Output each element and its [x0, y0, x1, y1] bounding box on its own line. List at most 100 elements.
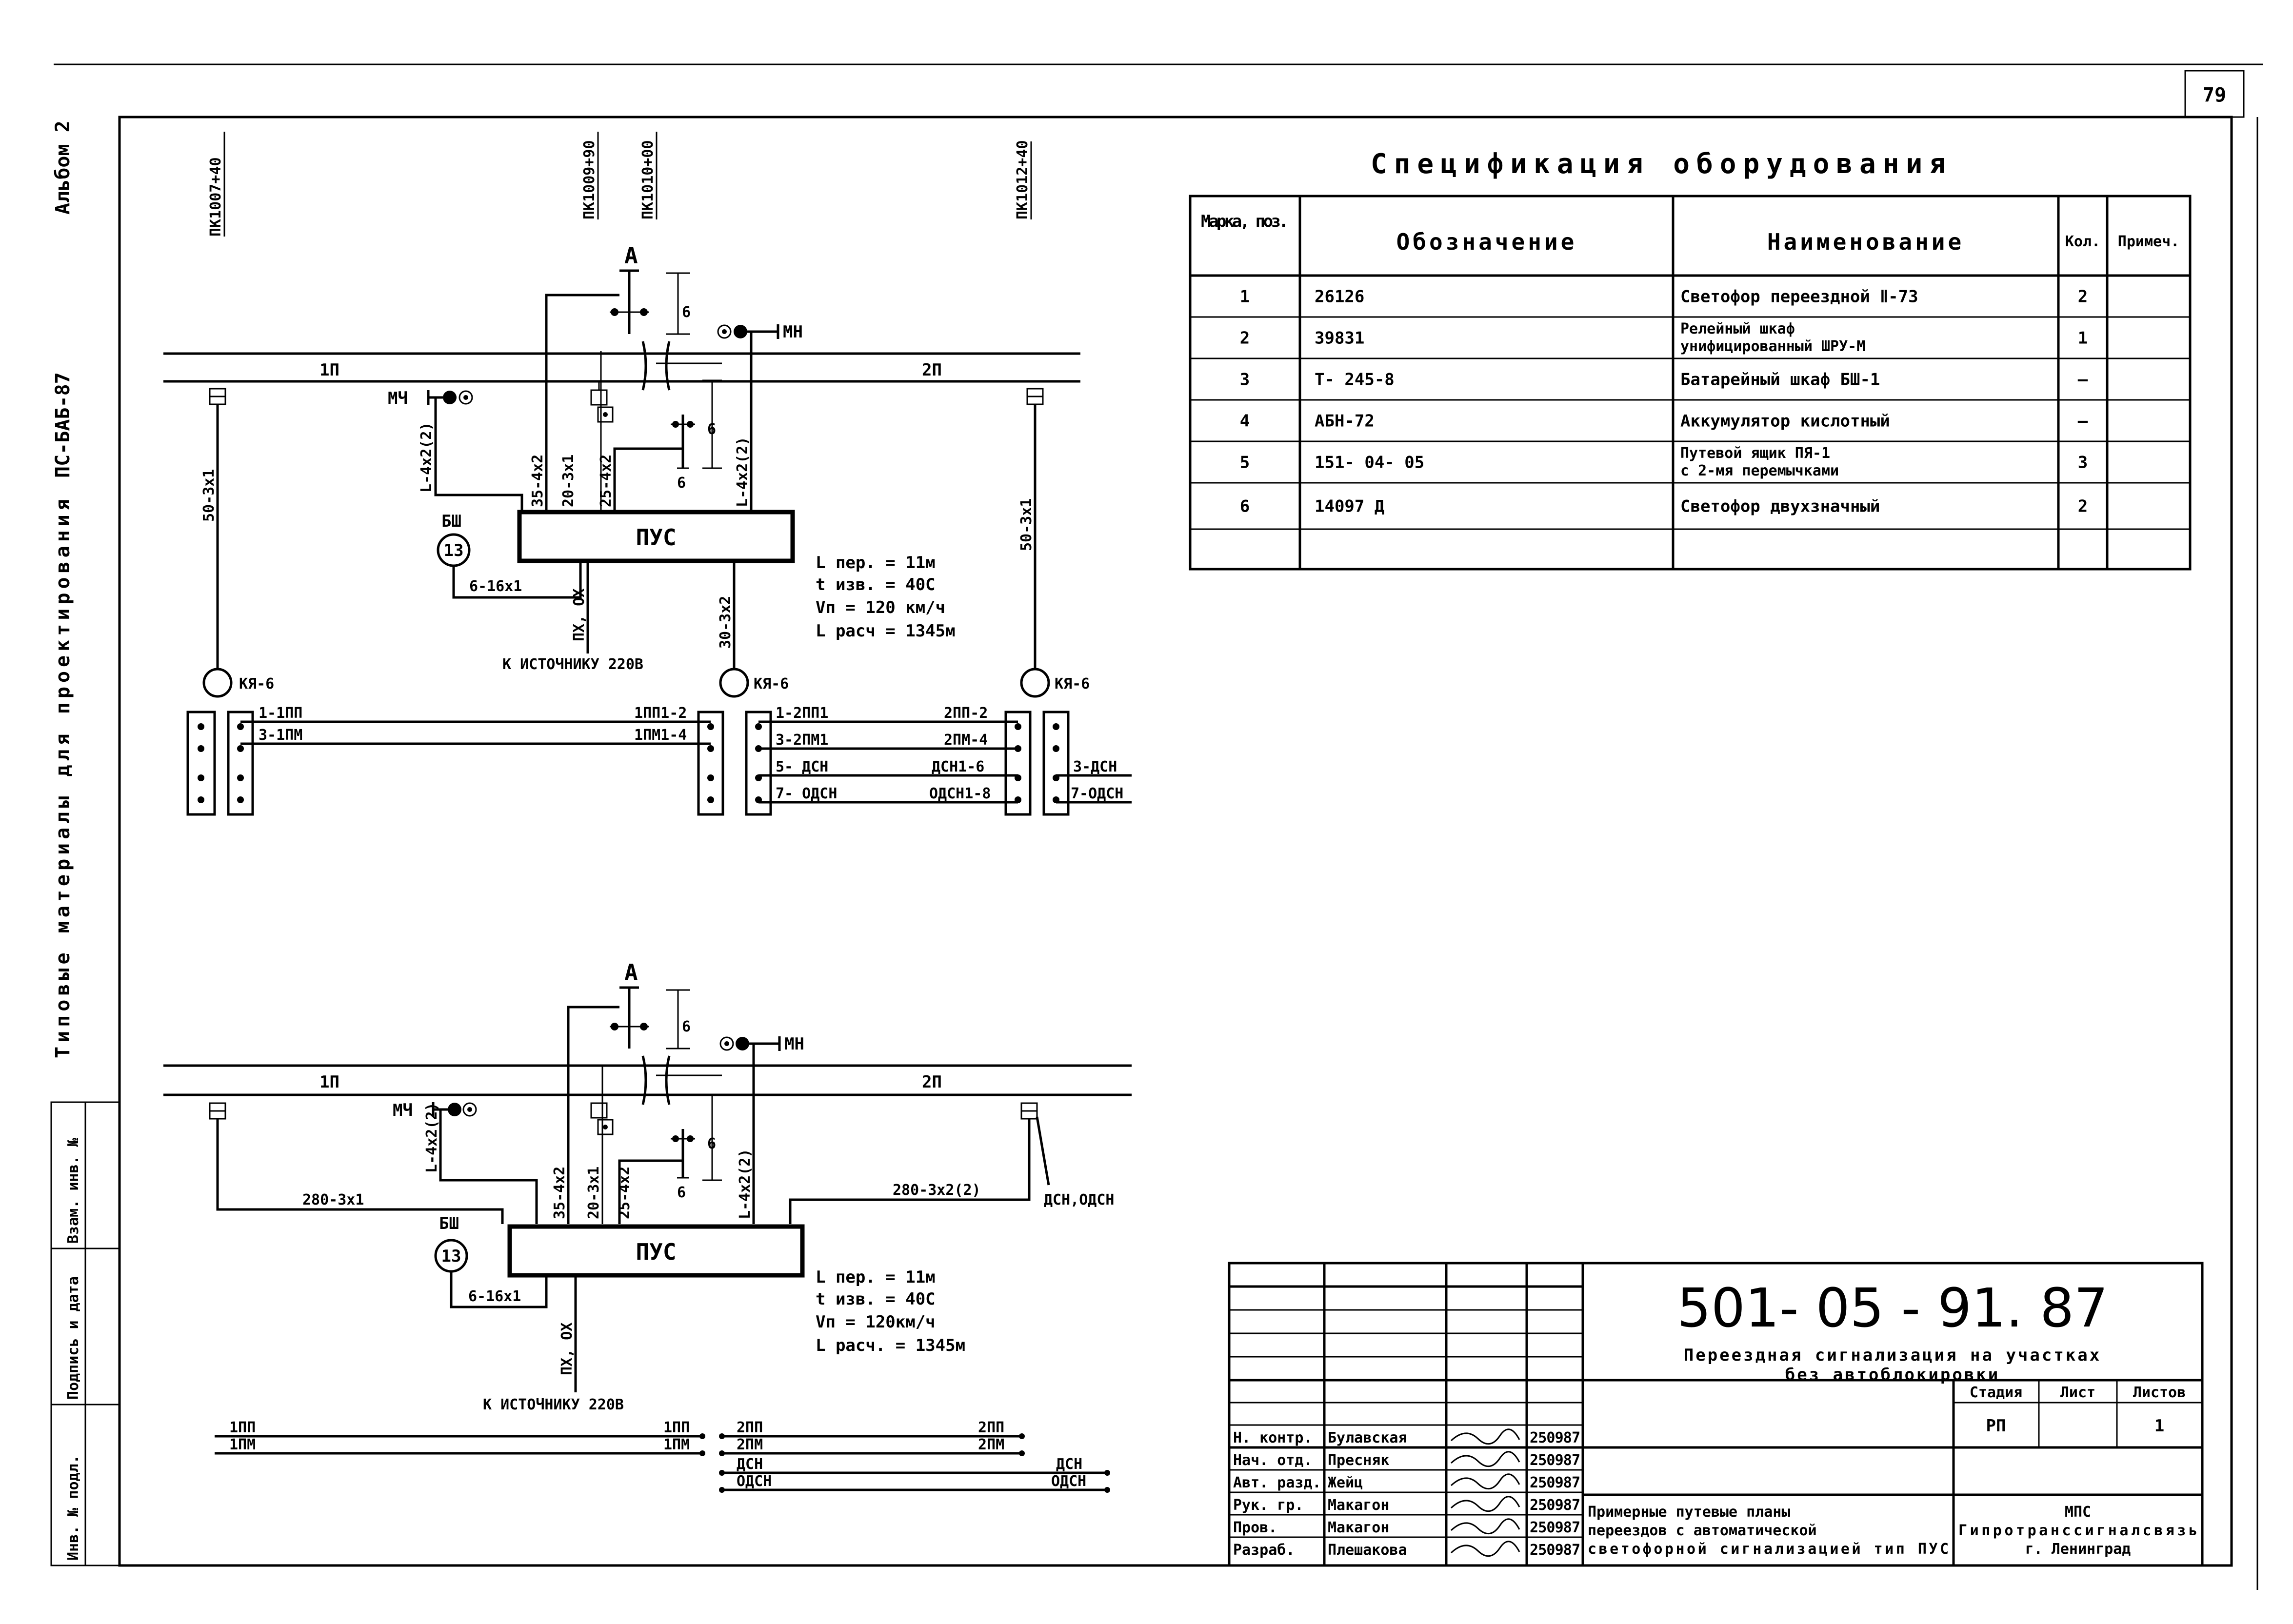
- person-role: Разраб.: [1233, 1542, 1295, 1559]
- person-role: Н. контр.: [1233, 1429, 1313, 1446]
- mn-label: МН: [783, 322, 803, 342]
- spec-row-qty: –: [2078, 370, 2088, 390]
- person-date: 250987: [1530, 1429, 1580, 1446]
- small-relay-box-2: [590, 1102, 614, 1135]
- person-role: Нач. отд.: [1233, 1452, 1313, 1469]
- cable2-25: 25-4х2: [616, 1167, 633, 1219]
- person-date: 250987: [1530, 1542, 1580, 1559]
- person-date: 250987: [1530, 1519, 1580, 1536]
- cable2-l-right: L-4х2(2): [737, 1149, 754, 1220]
- power-source-2: ПХ, ОХ К ИСТОЧНИКУ 220В: [483, 1275, 624, 1413]
- cable-l-left: L-4х2(2): [418, 422, 435, 493]
- bsh2-label: БШ: [439, 1214, 459, 1233]
- spec-header-name: Наименование: [1767, 229, 1964, 255]
- signature-mark: [1450, 1518, 1520, 1534]
- signal-b-dim: 6: [707, 421, 716, 438]
- spec-table: Спецификация оборудования Марка, поз. Об…: [1189, 148, 2192, 571]
- track-box-right-2: 280-3х2(2) ДСН,ОДСН: [789, 1102, 1115, 1224]
- dsn-odsn-label: ДСН,ОДСН: [1044, 1191, 1115, 1208]
- page-number: 79: [2203, 84, 2226, 106]
- spec-row-designation: 26126: [1315, 287, 1364, 307]
- spec-row-name: Аккумулятор кислотный: [1680, 412, 1890, 431]
- sheet-header: Лист: [2060, 1384, 2095, 1401]
- person-name: Плешакова: [1328, 1542, 1407, 1559]
- stage-value: РП: [1986, 1416, 2006, 1436]
- kya-3: КЯ-6: [1055, 675, 1090, 693]
- cable-routes-2: [439, 1006, 755, 1224]
- spec-row-qty: 3: [2078, 453, 2088, 473]
- sheet-border: 79: [54, 63, 2263, 1590]
- signature-mark: [1450, 1496, 1520, 1512]
- org-1: МПС: [2065, 1504, 2091, 1521]
- spec-row-name: Светофор двухзначный: [1680, 497, 1880, 516]
- spec-row-designation: 151- 04- 05: [1315, 453, 1424, 473]
- mch2-label: МЧ: [393, 1101, 413, 1120]
- spec-row-qty: –: [2078, 412, 2088, 431]
- spec-row-designation: АБН-72: [1315, 412, 1375, 431]
- track-rails: 1П 2П: [163, 352, 1080, 383]
- signal-a2-label: А: [624, 959, 638, 986]
- stage-header: Стадия: [1970, 1384, 2022, 1401]
- spec-row-designation: Т- 245-8: [1315, 370, 1395, 390]
- crossing-params-2: L пер. = 11м t изв. = 40С Vп = 120км/ч L…: [816, 1268, 965, 1355]
- picket-markers: ПК1007+40 ПК1009+90 ПК1010+00 ПК1012+40: [207, 132, 1032, 237]
- spec-header-note: Примеч.: [2118, 233, 2179, 250]
- track2-1p-label: 1П: [319, 1072, 339, 1092]
- mch-signal: МЧ: [388, 389, 473, 408]
- signature-mark: [1450, 1541, 1520, 1557]
- kya-1: КЯ-6: [239, 675, 274, 693]
- person-role: Рук. гр.: [1233, 1497, 1304, 1514]
- t3-right-1: 3-ДСН: [1073, 758, 1117, 775]
- source-label: К ИСТОЧНИКУ 220В: [502, 656, 643, 673]
- signal-b2-label: 6: [677, 1184, 686, 1201]
- track-box-right: [1026, 388, 1044, 668]
- signal-b-label: 6: [677, 475, 686, 492]
- param2-4: L расч. = 1345м: [816, 1336, 965, 1355]
- cable2-l-left: L-4х2(2): [423, 1103, 440, 1173]
- wire-list: 1ПП 1ПМ 1ПП 1ПМ 2ПП 2ПМ ДСН ОДСН 2ПП 2ПМ…: [215, 1419, 1110, 1493]
- org-2: Гипротранссигналсвязь: [1958, 1522, 2197, 1539]
- mn-signal: МН: [717, 322, 803, 342]
- param-2: t изв. = 40С: [816, 575, 936, 594]
- spec-row-pos: 4: [1240, 412, 1250, 431]
- kya-boxes: КЯ-6 КЯ-6 30-3х2 КЯ-6: [202, 561, 1090, 698]
- diagram-2: 1П 2П 280-3х1 280-3х2(2) ДСН,ОДСН А: [163, 959, 1132, 1493]
- param2-1: L пер. = 11м: [816, 1268, 936, 1287]
- stamp-cell-inv: Инв. № подл.: [65, 1455, 82, 1561]
- signal-a-dim: 6: [682, 304, 691, 321]
- param-4: L расч = 1345м: [816, 621, 956, 641]
- spec-row-qty: 2: [2078, 287, 2088, 307]
- battery-cabinet: БШ 13 6-16х1: [437, 512, 582, 599]
- person-role: Пров.: [1233, 1519, 1277, 1536]
- source2-label: К ИСТОЧНИКУ 220В: [483, 1396, 624, 1413]
- signature-mark: [1450, 1473, 1520, 1489]
- spec-title: Спецификация оборудования: [1371, 148, 1953, 180]
- sheets-value: 1: [2154, 1416, 2164, 1436]
- cable-6-16: 6-16х1: [469, 578, 522, 595]
- t2-left-1: 1-2ПП1: [776, 705, 828, 722]
- spec-row-pos: 3: [1240, 370, 1250, 390]
- cable2-6-16: 6-16х1: [468, 1288, 521, 1305]
- power-source: ПХ, ОХ К ИСТОЧНИКУ 220В: [502, 561, 643, 673]
- wire-2pm-left: 2ПМ: [737, 1436, 763, 1453]
- picket-1: ПК1007+40: [207, 157, 224, 237]
- spec-row-name: Батарейный шкаф БШ-1: [1680, 370, 1880, 390]
- terminal-strip-2: 1-2ПП1 3-2ПМ1 5- ДСН 7- ОДСН 2ПП-2 2ПМ-4…: [745, 705, 1032, 816]
- person-name: Жейц: [1328, 1474, 1363, 1491]
- wire-dsn-right: ДСН: [1056, 1456, 1082, 1473]
- signal-a-label: А: [624, 242, 638, 269]
- left-margin: Альбом 2 ПС-БАБ-87 Типовые материалы для…: [50, 120, 120, 1566]
- cable-280-left: 280-3х1: [302, 1191, 364, 1208]
- cable2-px: ПХ, ОХ: [558, 1323, 576, 1375]
- spec-row-name: с 2-мя перемычками: [1680, 462, 1839, 479]
- person-date: 250987: [1530, 1497, 1580, 1514]
- wire-2pm-right: 2ПМ: [978, 1436, 1004, 1453]
- t2-right-1: 2ПП-2: [944, 705, 988, 722]
- wire-1pm-left: 1ПМ: [229, 1436, 256, 1453]
- track-rails-2: 1П 2П: [163, 1064, 1132, 1096]
- album-label: Альбом 2: [52, 120, 74, 215]
- signal-b2-dim: 6: [707, 1135, 716, 1152]
- terminal-strip-1: 1-1ПП 3-1ПМ 1ПП1-2 1ПМ1-4: [186, 705, 724, 816]
